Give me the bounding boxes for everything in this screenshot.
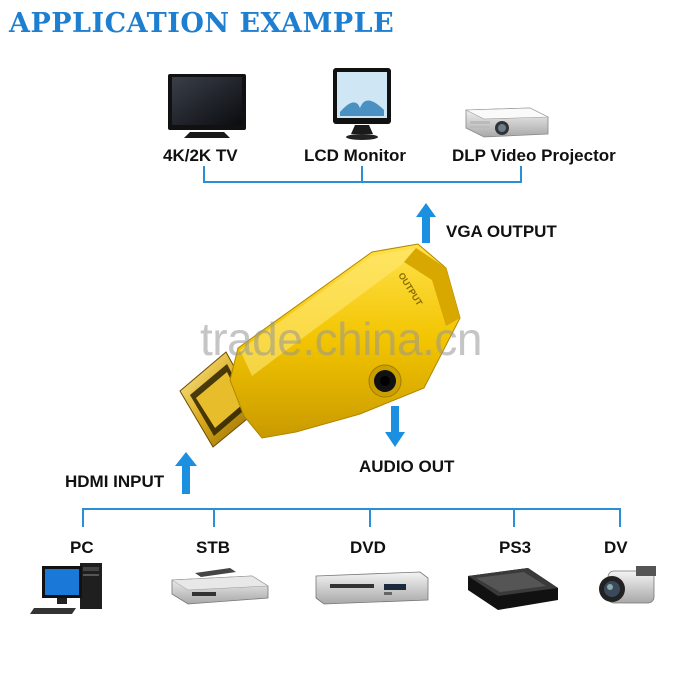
camcorder-icon [599,566,656,604]
audio-jack [368,364,402,398]
hdmi-input-label: HDMI INPUT [65,472,165,491]
audio-out-arrow [385,406,405,447]
vga-output-label: VGA OUTPUT [446,222,557,241]
output-label-projector: DLP Video Projector [452,146,616,165]
ps3-icon [468,568,558,610]
hdmi-vga-adapter: OUTPUT [179,243,461,448]
stb-icon [171,568,269,605]
pc-icon [30,563,102,614]
input-label-stb: STB [196,538,230,557]
dvd-player-icon [315,571,429,605]
watermark: trade.china.cn [200,313,482,365]
page-title: APPLICATION EXAMPLE [9,8,395,39]
input-label-dv: DV [604,538,628,557]
hdmi-input-arrow [175,452,197,494]
input-label-pc: PC [70,538,94,557]
input-label-dvd: DVD [350,538,386,557]
audio-out-label: AUDIO OUT [359,457,455,476]
projector-icon [465,107,549,138]
output-label-lcd-monitor: LCD Monitor [304,146,406,165]
input-label-ps3: PS3 [499,538,532,557]
vga-output-arrow [416,203,436,243]
output-label-tv: 4K/2K TV [163,146,238,165]
tv-icon [168,74,246,138]
output-bus [203,166,522,183]
lcd-monitor-icon [333,68,391,140]
input-bus [82,508,621,527]
